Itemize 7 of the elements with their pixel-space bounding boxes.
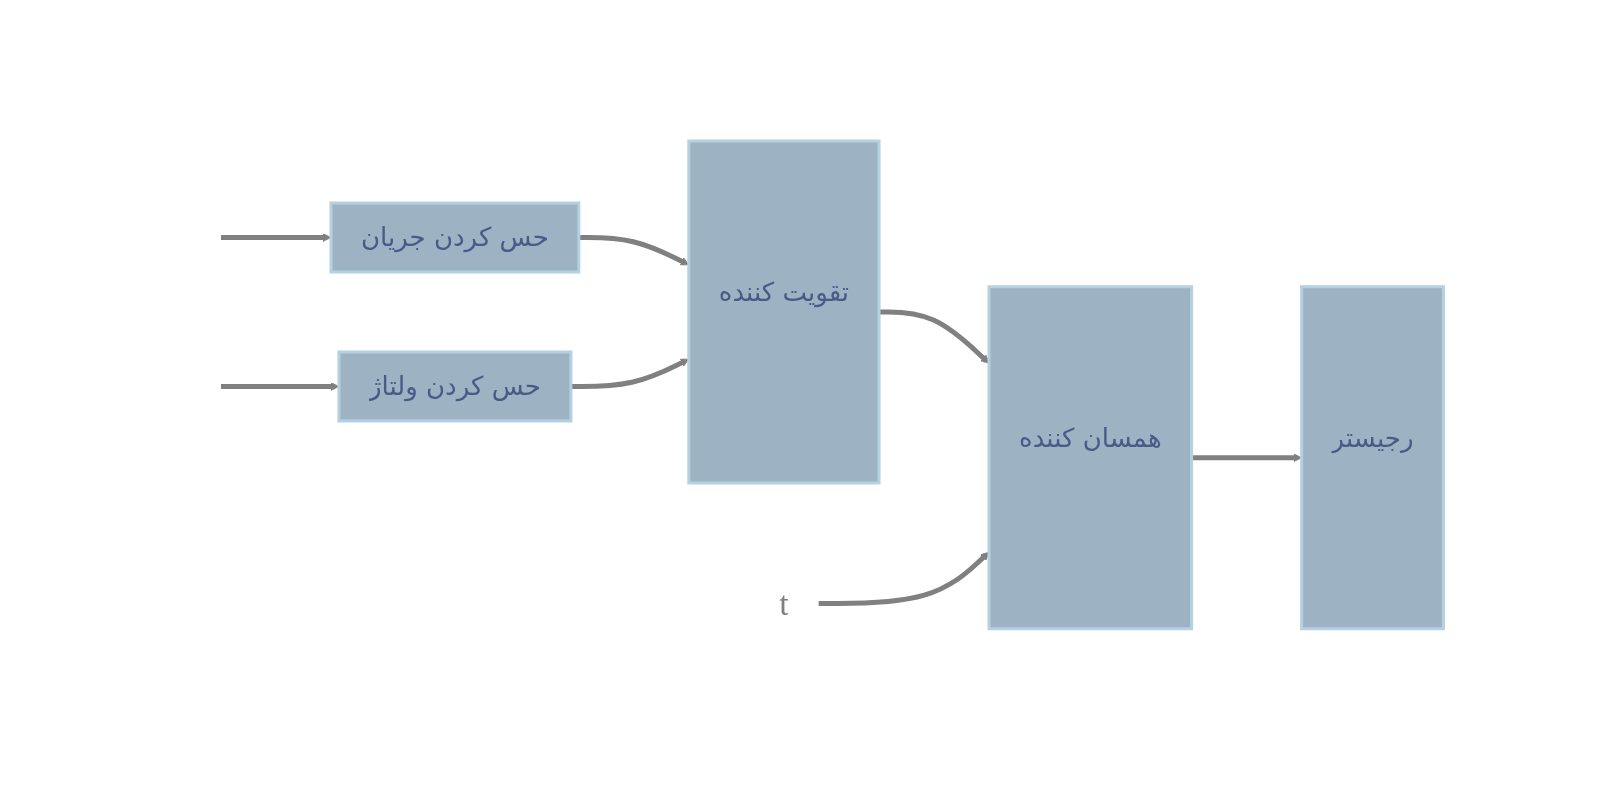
node-box: همسان کننده xyxy=(987,285,1193,631)
node-box: تقویت کننده xyxy=(687,139,881,485)
arrow xyxy=(570,358,689,389)
arrow xyxy=(578,235,689,266)
node-box: حس کردن جریان xyxy=(329,201,581,274)
node-text: t xyxy=(778,585,789,622)
arrow xyxy=(1191,453,1302,463)
